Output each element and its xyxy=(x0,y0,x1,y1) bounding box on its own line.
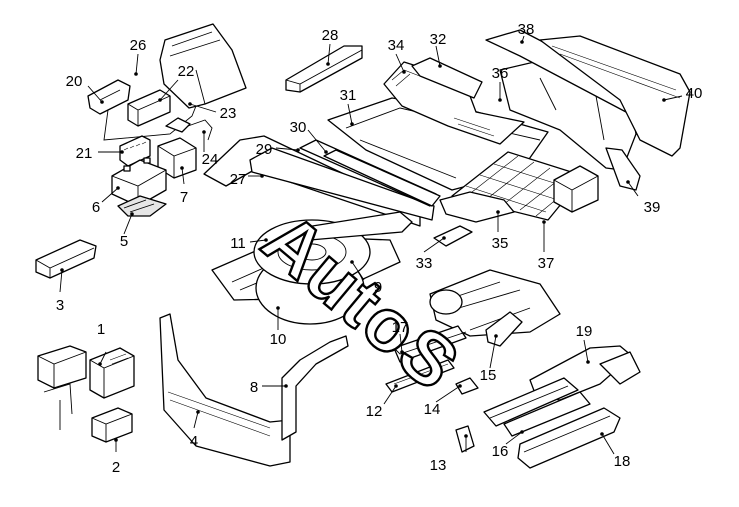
callout-10: 10 xyxy=(270,331,287,348)
callout-36: 36 xyxy=(492,65,509,82)
part-40-rear-panel xyxy=(539,35,691,157)
callout-32: 32 xyxy=(430,31,447,48)
part-6-battery xyxy=(111,157,167,207)
callout-30: 30 xyxy=(290,119,307,136)
callout-13: 13 xyxy=(430,457,447,474)
part-14-clip xyxy=(455,377,479,395)
part-17-sill-rail xyxy=(393,325,467,363)
part-18-longitudinal xyxy=(517,407,621,469)
callout-11: 11 xyxy=(230,235,246,252)
callout-38: 38 xyxy=(518,21,535,38)
callout-16: 16 xyxy=(492,443,509,460)
callout-22: 22 xyxy=(178,63,195,80)
part-33-clip xyxy=(433,225,473,247)
part-23-cable xyxy=(103,105,197,141)
callout-19: 19 xyxy=(576,323,593,340)
part-29-crossmember xyxy=(249,147,435,221)
part-20-bracket xyxy=(87,79,131,115)
callout-18: 18 xyxy=(614,453,631,470)
callout-1: 1 xyxy=(97,321,105,338)
callout-9: 9 xyxy=(374,279,382,296)
leader-lines xyxy=(59,35,683,455)
part-13-plate xyxy=(455,425,475,453)
part-8-pillar-brace xyxy=(281,335,349,441)
callout-35: 35 xyxy=(492,235,509,252)
callout-7: 7 xyxy=(180,189,188,206)
callout-40: 40 xyxy=(686,85,703,102)
part-28-bracket xyxy=(285,45,363,93)
callout-31: 31 xyxy=(340,87,357,104)
part-35-bracket xyxy=(439,191,515,223)
callout-29: 29 xyxy=(256,141,273,158)
callout-6: 6 xyxy=(92,199,100,216)
part-2-tray-box xyxy=(91,407,133,443)
part-26-parcel-panel xyxy=(159,23,247,109)
callout-2: 2 xyxy=(112,459,120,476)
part-9-rail xyxy=(299,211,413,241)
callout-15: 15 xyxy=(480,367,497,384)
callout-28: 28 xyxy=(322,27,339,44)
callout-27: 27 xyxy=(230,171,247,188)
part-5-battery-tray xyxy=(117,195,167,217)
callout-24: 24 xyxy=(202,151,219,168)
part-24-clamp xyxy=(165,117,213,141)
callout-23: 23 xyxy=(220,105,237,122)
part-15-floor-section xyxy=(429,269,561,347)
part-30-crossmember xyxy=(299,139,441,207)
callout-8: 8 xyxy=(250,379,258,396)
part-3-bracket xyxy=(35,239,97,279)
callout-17: 17 xyxy=(392,319,409,336)
callout-37: 37 xyxy=(538,255,555,272)
part-32-bracket xyxy=(411,57,483,99)
callout-5: 5 xyxy=(120,233,128,250)
callout-26: 26 xyxy=(130,37,147,54)
part-37-storage-box xyxy=(553,165,599,213)
part-39-corner-trim xyxy=(605,147,641,191)
part-21-fuse-block xyxy=(119,135,151,167)
callout-labels: 1 2 3 4 5 6 7 8 9 10 11 12 13 14 15 16 1… xyxy=(56,21,703,476)
part-1-battery-assembly xyxy=(37,345,135,430)
callout-34: 34 xyxy=(388,37,405,54)
callout-21: 21 xyxy=(76,145,93,162)
part-7-control-unit xyxy=(157,137,197,179)
callout-12: 12 xyxy=(366,403,383,420)
part-16-longitudinal xyxy=(483,377,591,437)
part-12-sill-strip xyxy=(385,359,455,393)
callout-33: 33 xyxy=(416,255,433,272)
callout-14: 14 xyxy=(424,401,441,418)
callout-4: 4 xyxy=(190,433,198,450)
callout-3: 3 xyxy=(56,297,64,314)
callout-39: 39 xyxy=(644,199,661,216)
callout-20: 20 xyxy=(66,73,83,90)
